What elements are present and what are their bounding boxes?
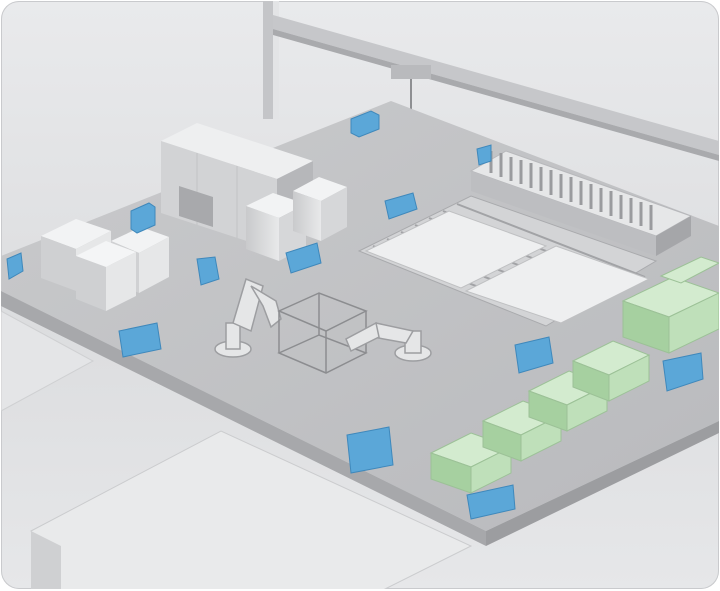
finished-goods-stack	[429, 256, 719, 494]
robot-arm-left	[214, 277, 282, 358]
robot-arm-right	[345, 321, 432, 362]
factory-platform	[1, 101, 719, 546]
press-machine	[469, 150, 693, 256]
floor-markers	[6, 110, 704, 520]
material-crates	[41, 177, 347, 311]
floor-tiles	[1, 310, 473, 589]
roller-conveyor	[357, 195, 658, 327]
